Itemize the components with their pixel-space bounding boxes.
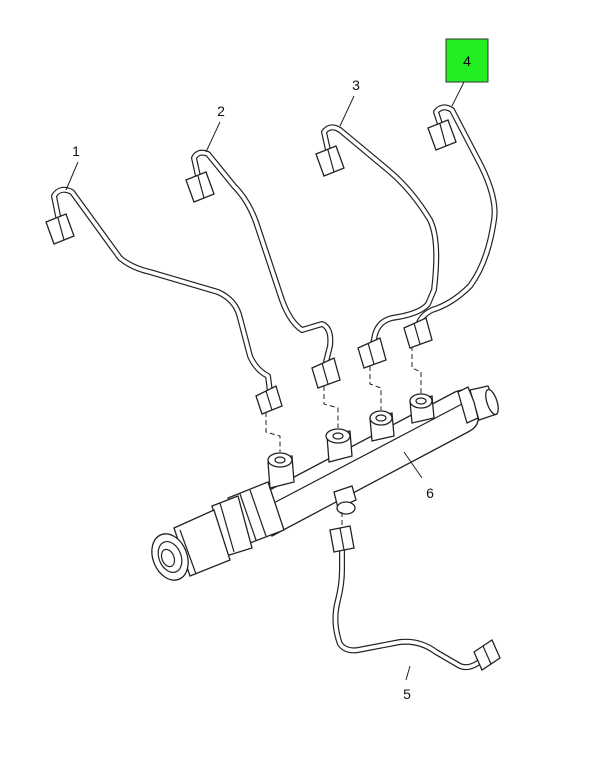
- callout-4-box: [445, 38, 489, 83]
- callout-4[interactable]: 4: [463, 53, 471, 69]
- callout-2[interactable]: 2: [217, 103, 225, 119]
- rail-port-1: [267, 452, 295, 489]
- callout-4-highlight[interactable]: 4: [445, 38, 489, 83]
- fuel-line-1[interactable]: [45, 186, 283, 415]
- callout-leaders: [65, 81, 465, 681]
- rail-port-2: [325, 428, 353, 463]
- fuel-line-4[interactable]: [403, 104, 498, 349]
- rail-port-3: [369, 410, 395, 442]
- callout-5[interactable]: 5: [403, 686, 411, 702]
- callout-3[interactable]: 3: [352, 77, 360, 93]
- assembly-lines: [265, 346, 422, 452]
- callout-1[interactable]: 1: [72, 143, 80, 159]
- callout-6[interactable]: 6: [426, 485, 434, 501]
- rail-port-4: [409, 393, 435, 424]
- fuel-line-3[interactable]: [315, 124, 440, 369]
- fuel-rail[interactable]: [145, 385, 501, 586]
- fuel-line-5[interactable]: [329, 525, 501, 671]
- fuel-line-2[interactable]: [185, 149, 341, 389]
